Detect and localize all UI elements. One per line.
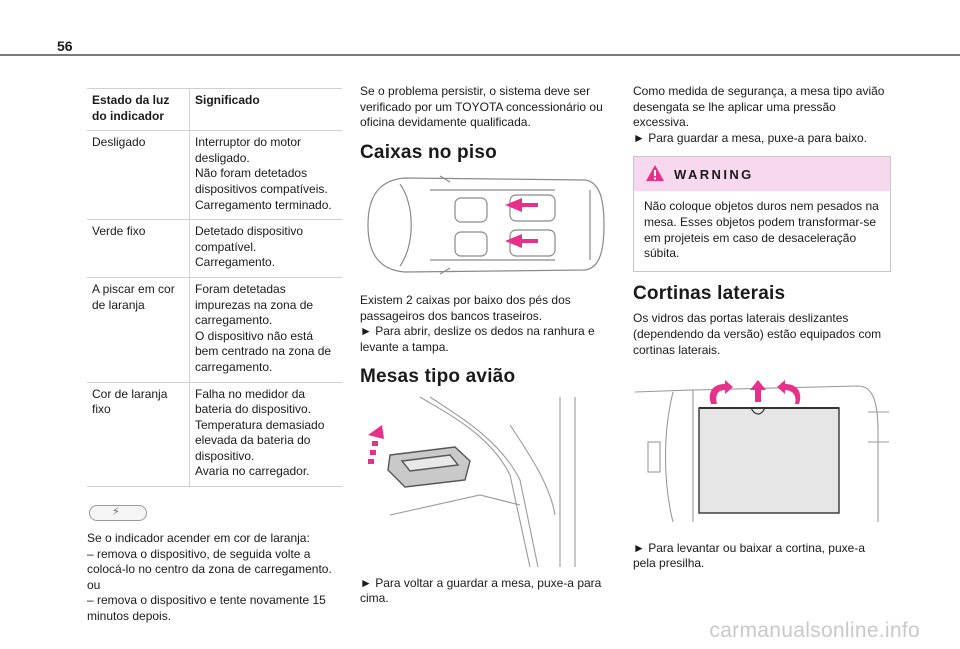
table-cell-state: Cor de laranja fixo	[87, 382, 190, 488]
table-row: Verde fixo Detetado dispositivo compatív…	[87, 219, 342, 278]
table-header-state: Estado da luz do indicador	[87, 88, 190, 132]
heading-side-curtains: Cortinas laterais	[633, 282, 786, 304]
table-cell-meaning: Detetado dispositivo compatível. Carrega…	[189, 219, 342, 278]
orange-indicator-instructions: Se o indicador acender em cor de laranja…	[87, 531, 332, 624]
table-row: Cor de laranja fixo Falha no medidor da …	[87, 382, 342, 488]
table-cell-meaning: Interruptor do motor desligado. Não fora…	[189, 130, 342, 221]
table-header-meaning: Significado	[189, 88, 342, 132]
floor-boxes-illustration	[367, 175, 605, 275]
tray-table-illustration	[368, 396, 576, 568]
table-cell-meaning: Foram detetadas impurezas na zona de car…	[189, 277, 342, 383]
charging-indicator-icon: ⚡	[89, 505, 147, 522]
tray-table-text: ► Para voltar a guardar a mesa, puxe-a p…	[360, 575, 602, 606]
warning-box: WARNING Não coloque objetos duros nem pe…	[633, 156, 891, 272]
table-header-row: Estado da luz do indicador Significado	[87, 88, 342, 132]
table-cell-state: Desligado	[87, 130, 190, 221]
table-row: Desligado Interruptor do motor desligado…	[87, 130, 342, 221]
warning-header: WARNING	[634, 157, 890, 192]
table-cell-state: A piscar em cor de laranja	[87, 277, 190, 383]
side-curtains-text: Os vidros das portas laterais deslizante…	[633, 311, 882, 357]
warning-triangle-icon	[646, 165, 664, 182]
table-cell-state: Verde fixo	[87, 219, 190, 278]
table-row: A piscar em cor de laranja Foram detetad…	[87, 277, 342, 383]
indicator-table: Estado da luz do indicador Significado D…	[87, 88, 342, 488]
heading-floor-boxes: Caixas no piso	[360, 141, 497, 163]
side-curtain-illustration	[634, 380, 889, 523]
tray-safety-text: Como medida de segurança, a mesa tipo av…	[633, 84, 885, 145]
heading-tray-tables: Mesas tipo avião	[360, 366, 516, 388]
column-2: Se o problema persistir, o sistema deve …	[360, 84, 610, 607]
floor-boxes-text: Existem 2 caixas por baixo dos pés dos p…	[360, 292, 595, 354]
header-rule	[0, 54, 960, 56]
column-1: Estado da luz do indicador Significado D…	[87, 88, 342, 625]
warning-title: WARNING	[674, 167, 754, 183]
table-cell-meaning: Falha no medidor da bateria do dispositi…	[189, 382, 342, 488]
dealer-check-text: Se o problema persistir, o sistema deve …	[360, 84, 603, 130]
column-3: Como medida de segurança, a mesa tipo av…	[633, 84, 891, 572]
warning-text: Não coloque objetos duros nem pesados na…	[644, 199, 879, 261]
side-curtain-action-text: ► Para levantar ou baixar a cortina, pux…	[633, 540, 866, 571]
watermark: carmanualsonline.info	[709, 619, 920, 642]
page-number: 56	[57, 38, 73, 54]
